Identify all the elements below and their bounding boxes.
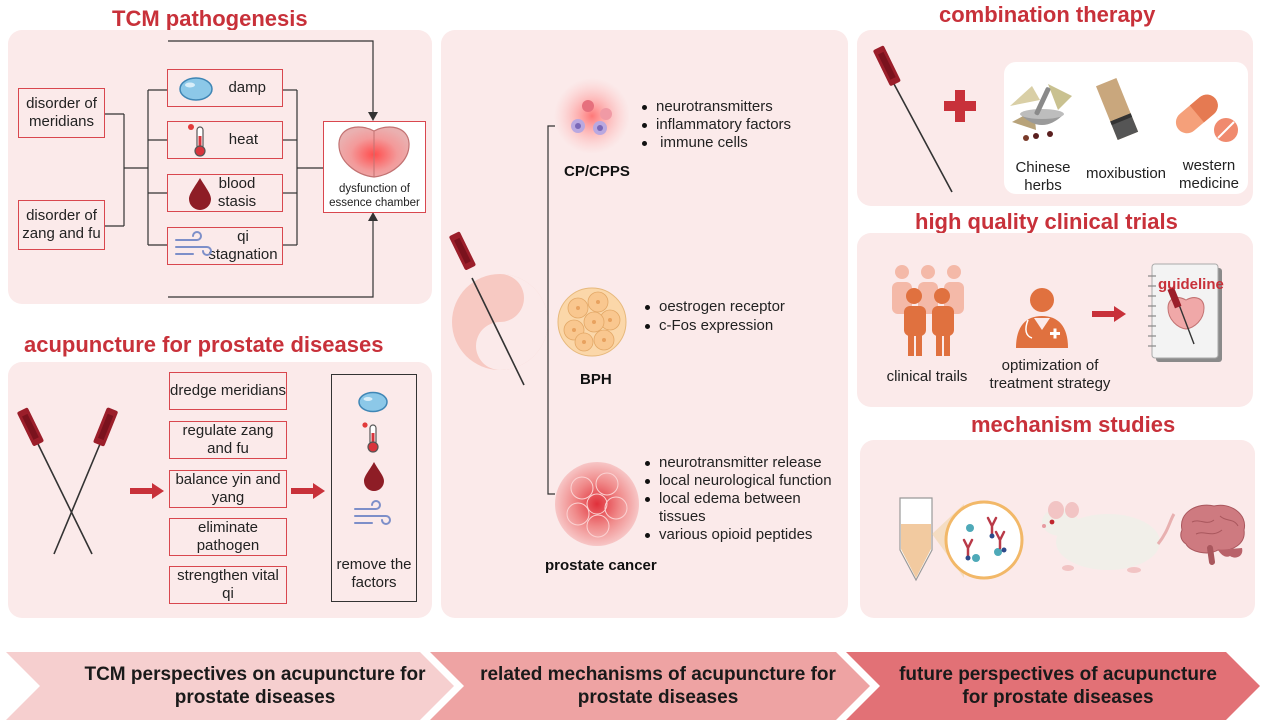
- combination-title: combination therapy: [939, 2, 1156, 27]
- factor-box-blood-stasis: blood stasis: [167, 174, 283, 212]
- cpcpps-cells-icon: [554, 78, 630, 154]
- brain-icon: [1180, 504, 1246, 565]
- arrow-right-icon: [1092, 306, 1126, 322]
- blood-drop-icon: [364, 462, 384, 491]
- action-box-regulate: regulate zang and fu: [169, 421, 287, 459]
- trials-label: optimization of treatment strategy: [989, 357, 1111, 392]
- cancer-point: local edema between tissues: [645, 490, 809, 526]
- guideline-book-icon: [1148, 263, 1222, 362]
- factor-box-damp: damp: [167, 69, 283, 107]
- mechanism-studies-title: mechanism studies: [971, 412, 1176, 437]
- plus-icon: [944, 90, 976, 122]
- cpcpps-label: CP/CPPS: [564, 163, 630, 180]
- cancer-point: neurotransmitter release: [645, 454, 822, 471]
- remove-factors-box: [331, 374, 417, 602]
- cpcpps-point: immune cells: [642, 134, 748, 151]
- cancer-point: various opioid peptides: [644, 526, 813, 543]
- remove-factors-label: remove the factors: [336, 556, 412, 591]
- cancer-point: local neurological function: [645, 472, 832, 489]
- cause-box-zang-fu: disorder of zang and fu: [18, 200, 105, 250]
- factor-label: blood stasis: [217, 175, 257, 210]
- arrow-right-icon: [291, 483, 325, 499]
- prostate-organ-icon: [338, 126, 410, 178]
- trials-title: high quality clinical trials: [915, 209, 1178, 234]
- blood-drop-icon: [189, 178, 211, 210]
- people-group-icon: [892, 265, 964, 356]
- chinese-herbs-icon: [1010, 84, 1072, 141]
- acupuncture-title: acupuncture for prostate diseases: [24, 332, 384, 357]
- action-box-dredge: dredge meridians: [169, 372, 287, 410]
- factor-label: heat: [228, 131, 258, 148]
- western-medicine-icon: [1175, 94, 1238, 142]
- bph-point: oestrogen receptor: [645, 298, 785, 315]
- action-box-eliminate: eliminate pathogen: [169, 518, 287, 556]
- bph-point: c-Fos expression: [644, 317, 774, 334]
- therapy-label: Chinese herbs: [1015, 159, 1071, 194]
- factor-box-heat: heat: [167, 121, 283, 159]
- wind-icon: [354, 500, 391, 525]
- needle-icon: [873, 45, 953, 193]
- guideline-label: guideline: [1158, 276, 1224, 293]
- therapy-label: western medicine: [1178, 157, 1240, 192]
- mechanism-bracket: [547, 125, 555, 495]
- cpcpps-point: neurotransmitters: [642, 98, 773, 115]
- factor-label: qi stagnation: [208, 228, 278, 263]
- pathogenesis-title: TCM pathogenesis: [112, 6, 308, 31]
- acupuncture-needles-icon: [17, 407, 118, 555]
- yin-yang-needle-icon: [449, 231, 548, 386]
- trials-label: clinical trails: [886, 368, 968, 385]
- footer-stage-2: related mechanisms of acupuncture for pr…: [480, 664, 836, 708]
- action-box-balance: balance yin and yang: [169, 470, 287, 508]
- test-tube-icon: [899, 497, 1024, 582]
- droplet-blue-icon: [358, 391, 388, 413]
- thermometer-icon: [188, 124, 206, 157]
- wind-icon: [175, 231, 212, 256]
- therapy-label: moxibustion: [1085, 165, 1167, 182]
- essence-chamber-label: dysfunction of essence chamber: [329, 183, 420, 209]
- thermometer-icon: [362, 422, 379, 453]
- prostate-cancer-tissue-icon: [555, 462, 639, 546]
- footer-stage-3: future perspectives of acupuncture for p…: [899, 664, 1217, 708]
- droplet-blue-icon: [179, 77, 213, 101]
- cpcpps-point: inflammatory factors: [641, 116, 792, 133]
- bph-tissue-icon: [557, 287, 627, 357]
- rat-icon: [1042, 501, 1176, 573]
- action-box-strengthen: strengthen vital qi: [169, 566, 287, 604]
- moxibustion-icon: [1095, 77, 1139, 140]
- footer-chevrons: [6, 652, 1260, 720]
- cause-box-meridians: disorder of meridians: [18, 88, 105, 138]
- bph-label: BPH: [580, 371, 612, 388]
- factor-label: damp: [228, 79, 266, 96]
- doctor-icon: [1016, 288, 1068, 348]
- footer-stage-1: TCM perspectives on acupuncture for pros…: [84, 664, 426, 708]
- arrow-right-icon: [130, 483, 164, 499]
- cancer-label: prostate cancer: [545, 557, 657, 574]
